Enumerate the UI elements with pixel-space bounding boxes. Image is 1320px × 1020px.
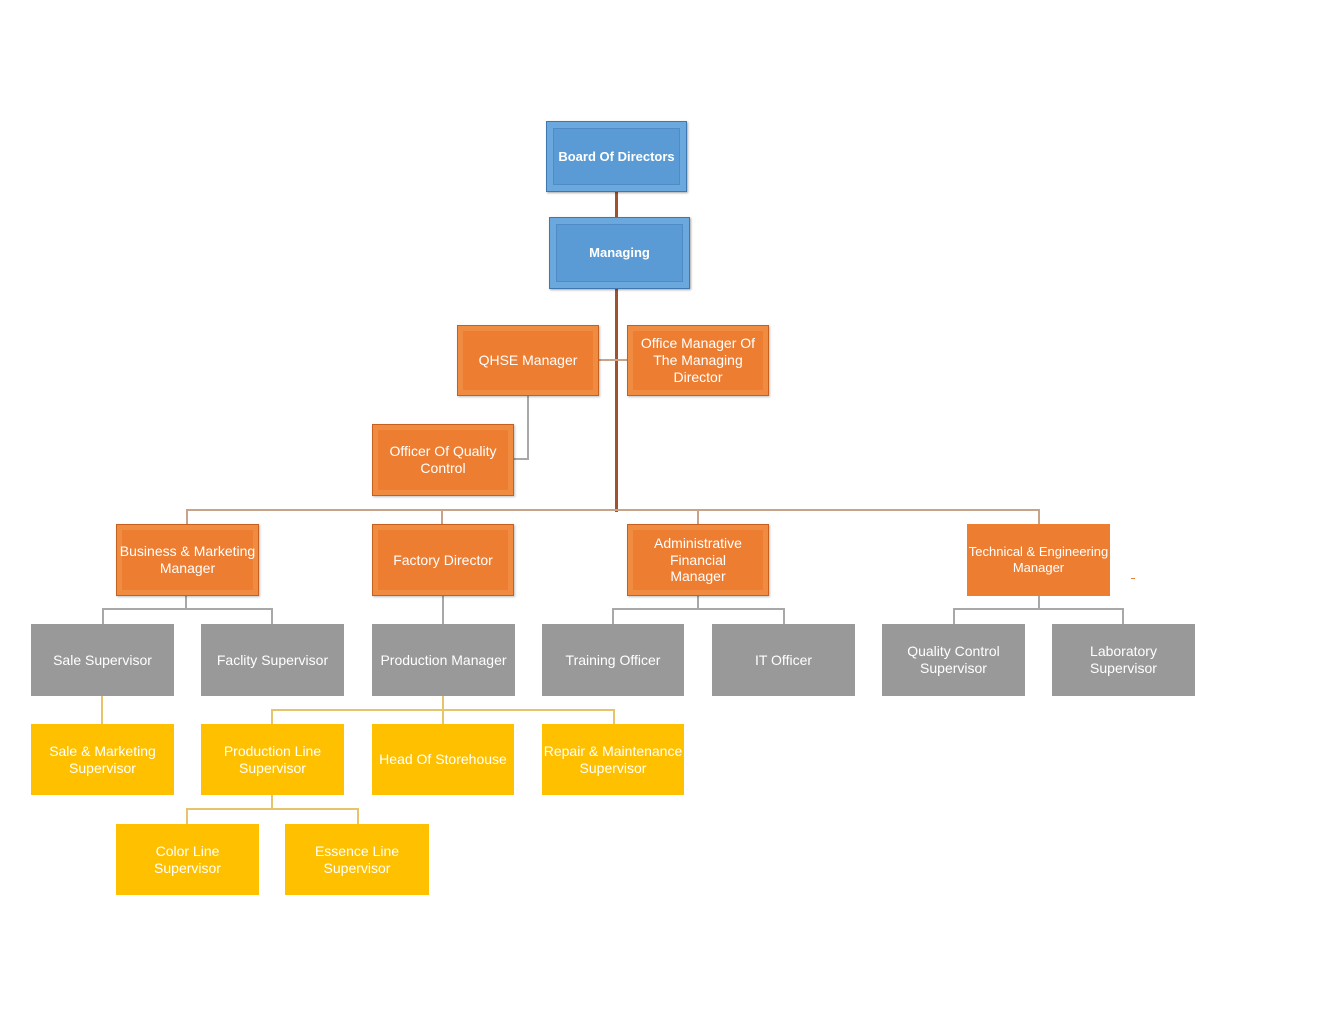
connector-technical-l [953,608,955,625]
connector-business-r [271,608,273,625]
connector-production-l [271,709,273,725]
node-production-manager: Production Manager [372,624,515,696]
connector-technical-r [1122,608,1124,625]
node-label-line: Technical & Engineering [968,544,1109,560]
node-office-manager: Office Manager Of The Managing Director [627,325,769,396]
connector-drop-business [186,509,188,525]
node-label: IT Officer [754,651,813,668]
node-label-line: Manager [159,560,216,576]
node-label-line: Supervisor [920,660,987,676]
node-factory-director: Factory Director [372,524,514,596]
node-administrative-financial-manager: Administrative Financial Manager [627,524,769,596]
node-label-line: Business & Marketing [119,543,256,560]
connector-line-l [186,808,188,825]
node-label-line: Repair & Maintenance [543,742,683,759]
node-label: QHSE Manager [478,352,578,369]
node-production-line-supervisor: Production Line Supervisor [201,724,344,795]
node-qhse-manager: QHSE Manager [457,325,599,396]
node-label: Production Manager [380,651,507,668]
node-label-line: Supervisor [154,859,221,876]
connector-line-h [186,808,359,810]
node-facility-supervisor: Faclity Supervisor [201,624,344,696]
connector-production-r [613,709,615,725]
node-label: Factory Director [393,551,493,568]
node-label: Training Officer [565,651,661,668]
connector-production-h [271,709,615,711]
node-label-line: Production Line [223,742,322,759]
connector-technical-h [953,608,1124,610]
node-label: Managing [589,245,650,261]
node-label-line: The Managing [653,352,743,369]
node-label-line: Manager [1012,560,1065,575]
connector-line-v [271,795,273,809]
node-sale-marketing-supervisor: Sale & Marketing Supervisor [31,724,174,795]
node-label-line: Supervisor [1090,660,1157,676]
node-label-line: Sale & Marketing [49,742,156,759]
node-label-line: Officer Of Quality [389,443,497,460]
node-label-line: Essence Line [314,842,400,859]
node-label-line: Financial [669,551,726,568]
connector-business-l [102,608,104,625]
connector-drop-factory [441,509,443,525]
node-label: Faclity Supervisor [216,651,329,668]
connector-business-v [185,595,187,609]
node-label-line: Supervisor [69,759,136,776]
node-it-officer: IT Officer [712,624,855,696]
connector-factory-v [442,595,444,625]
connector-drop-admin [697,509,699,525]
node-label-line: Manager [670,568,726,585]
node-business-marketing-manager: Business & Marketing Manager [116,524,259,596]
node-label-line: Office Manager Of [640,335,756,352]
connector-department-bus [186,509,1040,511]
connector-board-managing [615,191,618,218]
connector-sale-v [101,695,103,725]
node-label-line: Director [673,368,723,385]
node-label-line: Quality Control [907,643,1000,660]
connector-managing-trunk [615,288,618,512]
node-label: Board Of Directors [558,148,675,164]
node-color-line-supervisor: Color Line Supervisor [116,824,259,895]
connector-drop-technical [1038,509,1040,525]
node-quality-control-supervisor: Quality Control Supervisor [882,624,1025,696]
node-label-line: Supervisor [323,859,391,876]
node-technical-engineering-manager: Technical & Engineering Manager [967,524,1110,596]
connector-staff-branch [598,359,628,361]
connector-qhse-officer-v [527,395,529,460]
node-sale-supervisor: Sale Supervisor [31,624,174,696]
node-head-of-storehouse: Head Of Storehouse [372,724,514,795]
node-managing: Managing [549,217,690,289]
node-label-line: Supervisor [239,759,306,776]
node-label: Sale Supervisor [53,651,152,668]
node-label: Head Of Storehouse [379,751,507,768]
node-repair-maintenance-supervisor: Repair & Maintenance Supervisor [542,724,684,795]
connector-admin-l [612,608,614,625]
node-officer-quality-control: Officer Of Quality Control [372,424,514,496]
node-essence-line-supervisor: Essence Line Supervisor [285,824,429,895]
stray-mark [1131,578,1135,579]
connector-qhse-officer-h [513,458,529,460]
connector-line-r [357,808,359,825]
node-label-line: Laboratory [1090,643,1157,660]
connector-admin-h [612,608,785,610]
node-training-officer: Training Officer [542,624,684,696]
node-laboratory-supervisor: Laboratory Supervisor [1052,624,1195,696]
node-label-line: Supervisor [579,759,647,776]
node-board-of-directors: Board Of Directors [546,121,687,192]
node-label-line: Color Line [155,842,220,859]
node-label-line: Control [420,460,466,476]
connector-admin-r [783,608,785,625]
connector-business-h [102,608,273,610]
connector-admin-v [697,595,699,609]
node-label-line: Administrative [654,534,742,551]
connector-technical-v [1038,595,1040,609]
